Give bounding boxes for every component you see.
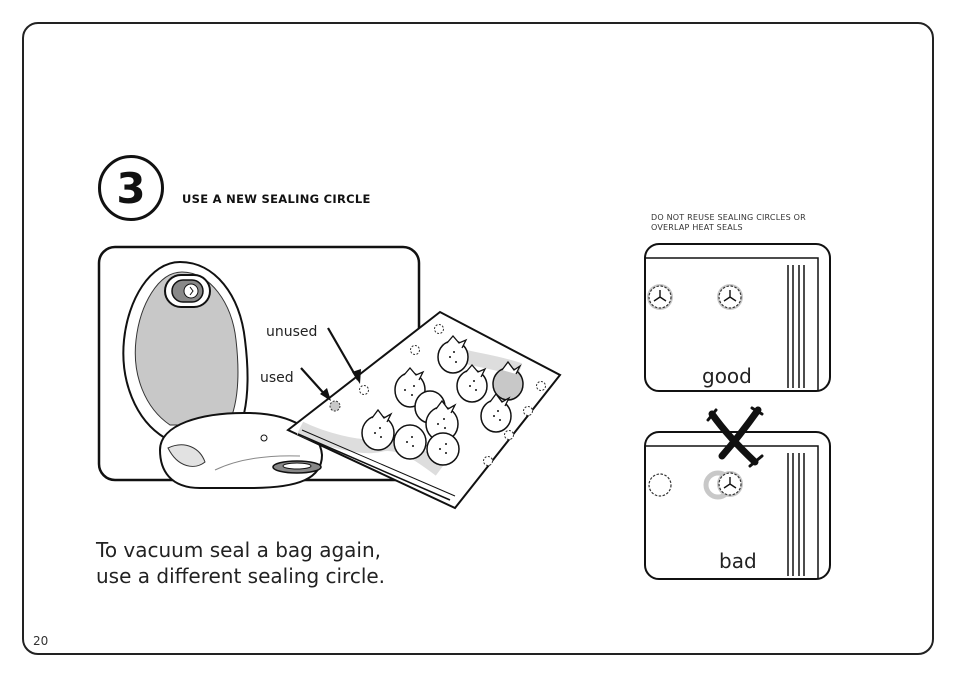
vacuum-sealer-device-icon	[122, 260, 324, 489]
bad-label: bad	[719, 549, 757, 573]
empty-sealing-circle	[648, 473, 672, 497]
step-title: USE A NEW SEALING CIRCLE	[182, 192, 371, 206]
page-frame	[22, 22, 934, 655]
warning-line-2: OVERLAP HEAT SEALS	[651, 223, 743, 232]
vacuum-bag-icon	[286, 310, 562, 510]
instruction-caption: To vacuum seal a bag again, use a differ…	[96, 537, 385, 589]
bad-example-panel: bad	[644, 431, 831, 580]
page-number: 20	[33, 634, 49, 648]
strawberry-icon	[361, 340, 524, 466]
sealing-circle-icon	[647, 284, 673, 310]
overlapping-sealing-circle-icon	[703, 470, 743, 500]
unused-label: unused	[266, 324, 317, 340]
good-example-panel: good	[644, 243, 831, 392]
x-mark-icon	[706, 406, 764, 468]
warning-note: DO NOT REUSE SEALING CIRCLES OR OVERLAP …	[651, 213, 841, 233]
unused-arrow	[327, 327, 359, 381]
sealing-circle-icon	[717, 284, 743, 310]
unused-sealing-circle	[359, 385, 369, 395]
caption-line-1: To vacuum seal a bag again,	[96, 538, 381, 562]
used-sealing-circle	[329, 400, 341, 412]
warning-line-1: DO NOT REUSE SEALING CIRCLES OR	[651, 213, 806, 222]
good-label: good	[702, 364, 752, 388]
caption-line-2: use a different sealing circle.	[96, 564, 386, 588]
used-label: used	[260, 370, 294, 386]
step-number-badge: 3	[98, 155, 164, 221]
step-number: 3	[116, 163, 146, 213]
